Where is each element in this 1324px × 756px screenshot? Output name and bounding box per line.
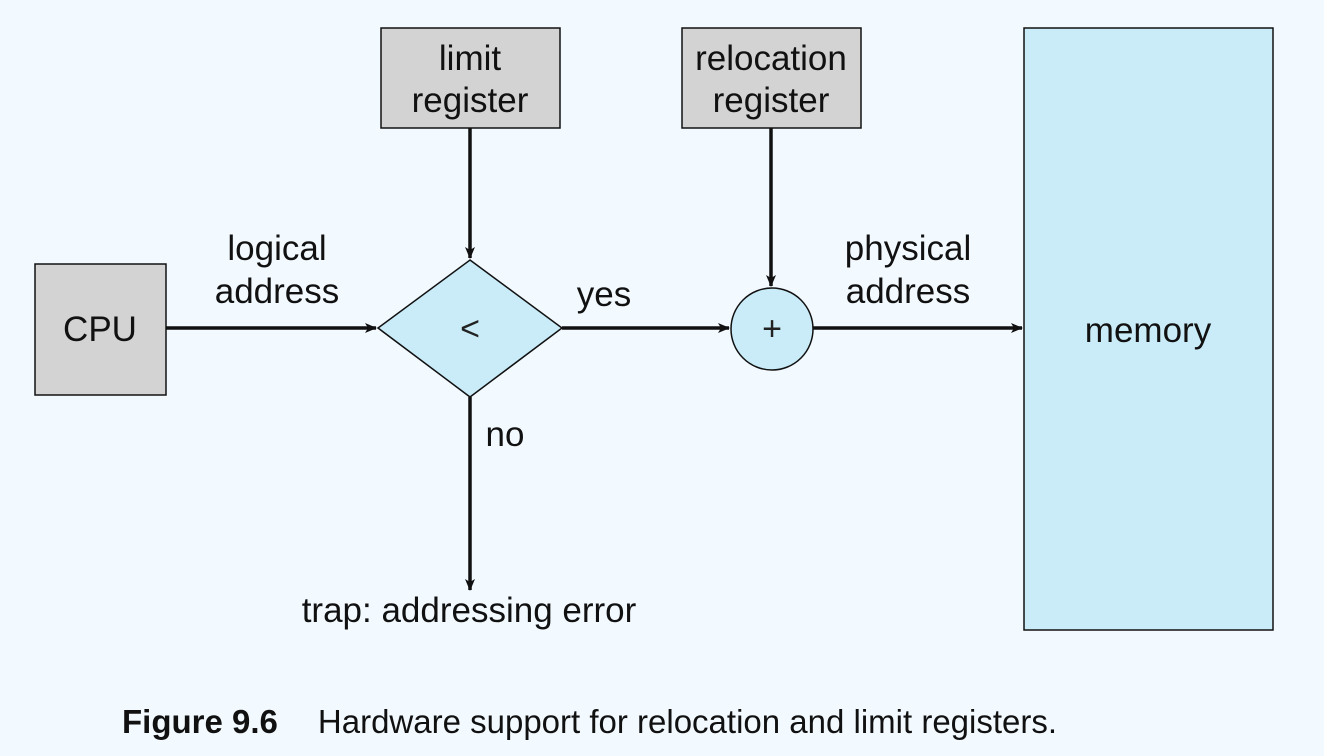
relocation-register-label-line2: register xyxy=(713,81,830,120)
plus-symbol: + xyxy=(762,310,782,348)
cpu-box: CPU xyxy=(34,263,167,396)
figure-number: Figure 9.6 xyxy=(122,703,278,740)
comparator-diamond: < xyxy=(376,259,564,398)
figure-caption: Figure 9.6 Hardware support for relocati… xyxy=(122,703,1057,740)
adder-circle: + xyxy=(730,287,814,371)
no-label: no xyxy=(486,415,525,454)
caption-text: Hardware support for relocation and limi… xyxy=(318,703,1057,740)
physical-address-label-line2: address xyxy=(846,272,971,311)
relocation-register-label-line1: relocation xyxy=(695,39,847,78)
logical-address-label-line2: address xyxy=(215,272,340,311)
trap-label: trap: addressing error xyxy=(302,591,637,630)
logical-address-label-line1: logical xyxy=(227,229,326,268)
physical-address-label-line1: physical xyxy=(845,229,971,268)
less-than-symbol: < xyxy=(460,310,480,348)
relocation-register-box: relocation register xyxy=(681,27,862,129)
yes-label: yes xyxy=(577,275,631,314)
limit-register-label-line2: register xyxy=(412,81,529,120)
limit-register-label-line1: limit xyxy=(439,39,501,78)
cpu-label: CPU xyxy=(63,310,137,349)
memory-box: memory xyxy=(1023,27,1274,631)
memory-label: memory xyxy=(1085,311,1212,350)
limit-register-box: limit register xyxy=(380,27,561,129)
